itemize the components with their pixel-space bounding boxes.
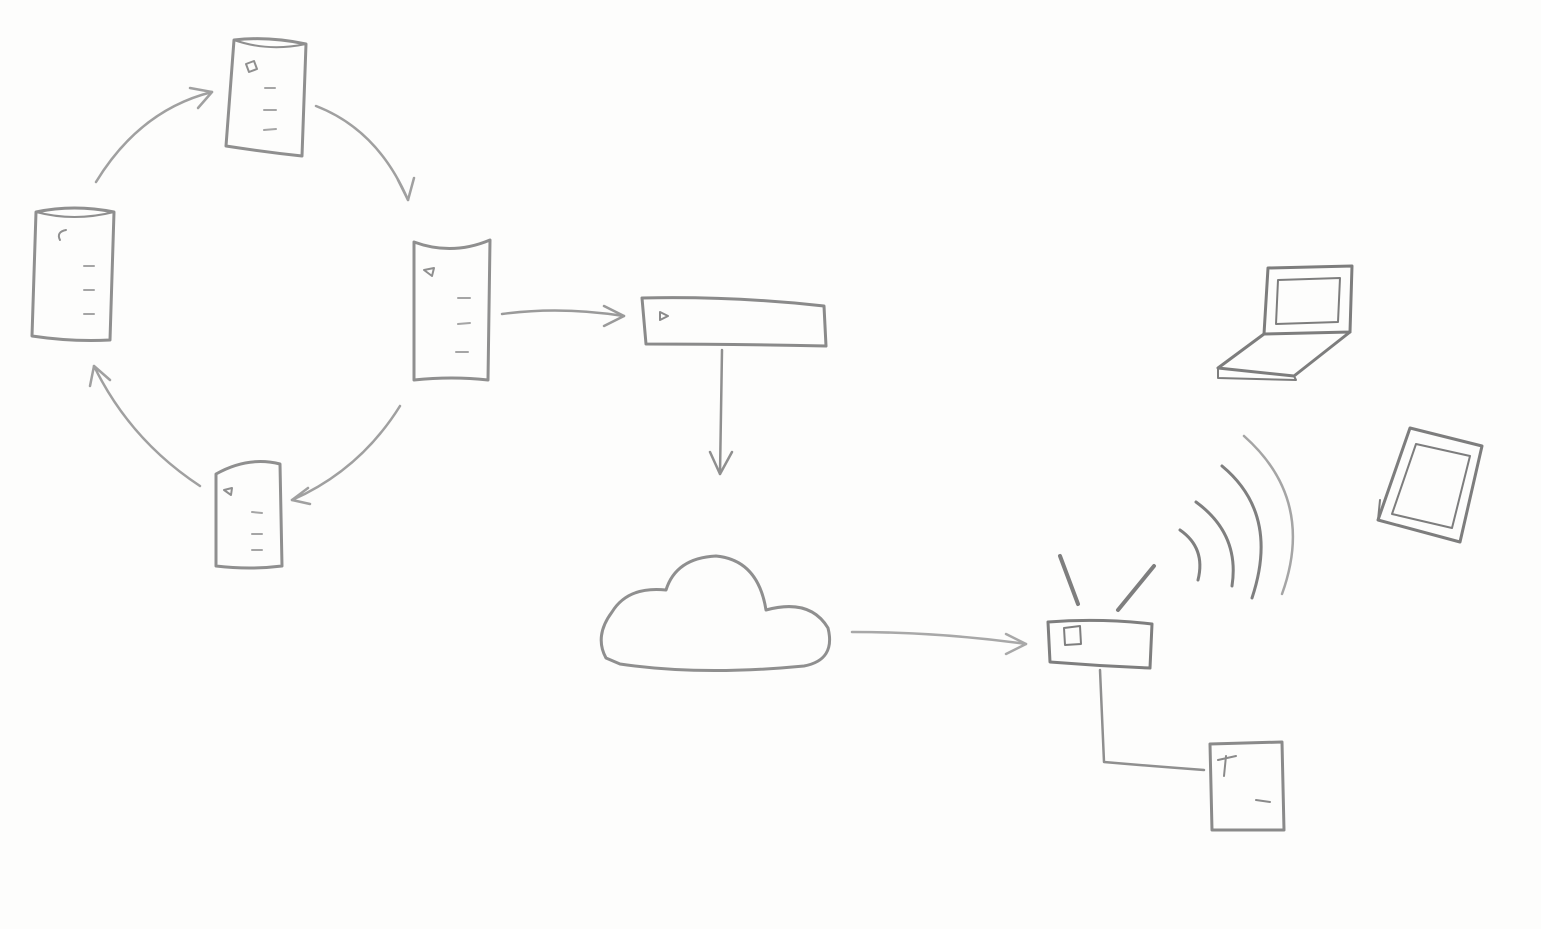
server-tower-icon xyxy=(224,37,308,158)
tablet-icon xyxy=(1376,426,1484,544)
internet xyxy=(599,554,831,673)
server-left xyxy=(30,206,116,342)
server-top xyxy=(224,37,308,158)
ring-arrow-right-to-bottom xyxy=(290,404,402,506)
ring-arrow-left-to-top xyxy=(94,86,214,184)
server-tower-icon xyxy=(412,238,492,382)
switch xyxy=(640,296,828,348)
cloud-icon xyxy=(599,554,831,673)
wire-router-to-local-server xyxy=(1098,668,1206,772)
server-tower-icon xyxy=(30,206,116,342)
tablet xyxy=(1376,426,1484,544)
arrow-cloud-to-router xyxy=(850,630,1028,656)
wifi-router xyxy=(1046,554,1156,670)
ring-arrow-top-to-right xyxy=(314,104,416,202)
wifi-signal xyxy=(1178,434,1295,600)
laptop xyxy=(1216,264,1354,381)
server-box-icon xyxy=(1208,740,1286,832)
server-right xyxy=(412,238,492,382)
wifi-signal-icon xyxy=(1178,528,1202,582)
network-switch-icon xyxy=(640,296,828,348)
server-bottom xyxy=(214,460,284,570)
arrow-switch-to-cloud xyxy=(708,348,734,476)
server-tower-icon xyxy=(214,460,284,570)
ring-arrow-bottom-to-left xyxy=(88,364,202,488)
local-server xyxy=(1208,740,1286,832)
wireless-router-icon xyxy=(1046,618,1154,670)
arrow-server-to-switch xyxy=(500,304,626,328)
